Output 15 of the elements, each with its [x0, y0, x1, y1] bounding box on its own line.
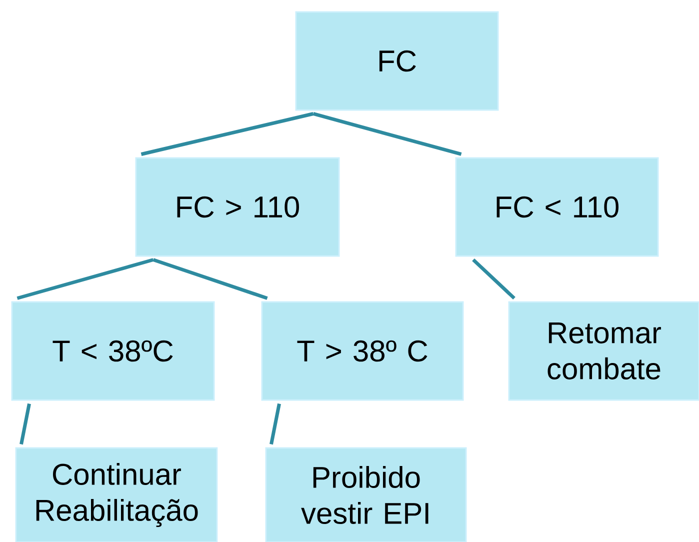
- connector-line: [270, 403, 281, 445]
- condition-box: FC > 110: [135, 157, 340, 257]
- condition-box: Continuar Reabilitação: [15, 447, 218, 542]
- condition-box: FC: [295, 11, 499, 111]
- condition-box: T > 38º C: [261, 301, 464, 401]
- connector-line: [312, 112, 462, 156]
- condition-box: Retomar combate: [508, 301, 699, 401]
- condition-box: T < 38ºC: [11, 301, 215, 401]
- condition-box: Proibido vestir EPI: [265, 447, 467, 542]
- connector-line: [20, 403, 31, 445]
- connector-line: [16, 258, 154, 300]
- connector-line: [152, 258, 268, 300]
- connector-line: [140, 112, 314, 156]
- condition-box: FC < 110: [455, 157, 659, 257]
- connector-line: [472, 258, 516, 300]
